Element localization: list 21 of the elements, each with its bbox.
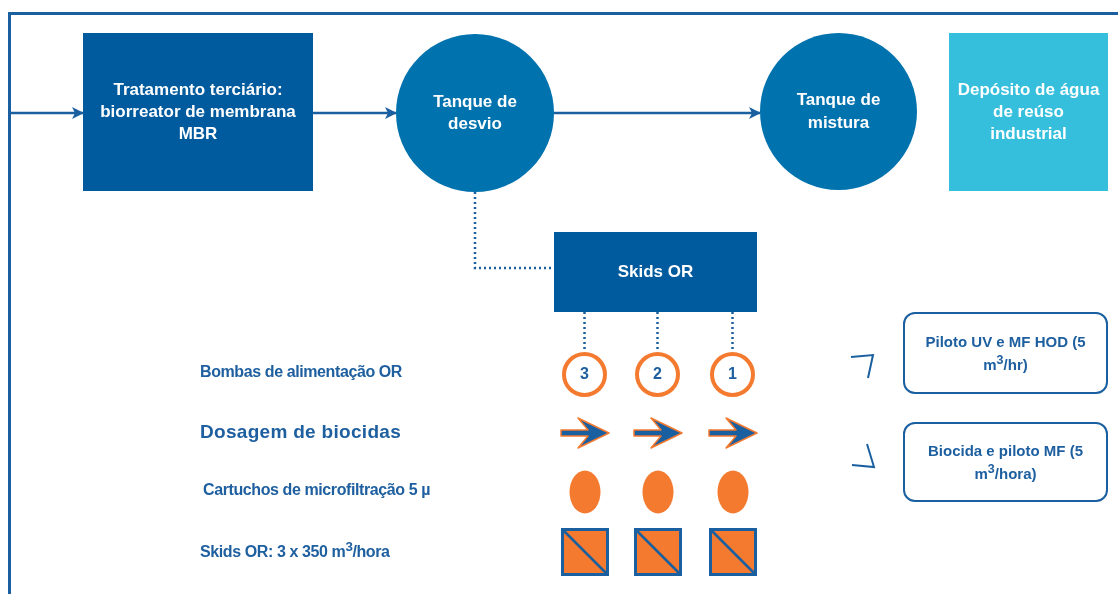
row-label: Skids OR: 3 x 350 m$^{3}$/hora bbox=[200, 539, 390, 562]
pump-circle: 3 bbox=[562, 352, 607, 397]
pump-circle: 1 bbox=[710, 352, 755, 397]
dotted-connector bbox=[731, 312, 734, 352]
row-label: Bombas de alimentação OR bbox=[200, 363, 403, 381]
arrow bbox=[10, 107, 84, 119]
pilot-box: Biocida e piloto MF (5 m$^{3}$/hora) bbox=[903, 422, 1108, 502]
dotted-connector bbox=[583, 312, 586, 352]
arrow bbox=[554, 107, 761, 119]
arrow bbox=[313, 107, 397, 119]
process-box: Skids OR bbox=[554, 232, 757, 312]
process-box: Tratamento terciário: biorreator de membrana MBR bbox=[83, 33, 313, 191]
tank-circle: Tanque de mistura bbox=[760, 33, 917, 190]
row-label: Dosagem de biocidas bbox=[200, 421, 402, 443]
tank-circle: Tanque de desvio bbox=[396, 34, 554, 192]
row-label: Cartuchos de microfiltração 5 µ bbox=[203, 481, 431, 499]
pump-circle: 2 bbox=[635, 352, 680, 397]
dotted-connector bbox=[656, 312, 659, 352]
dotted-connector bbox=[473, 192, 554, 270]
storage-box: Depósito de água de reúso industrial bbox=[949, 33, 1108, 191]
pilot-box: Piloto UV e MF HOD (5 m$^{3}$/hr) bbox=[903, 312, 1108, 394]
